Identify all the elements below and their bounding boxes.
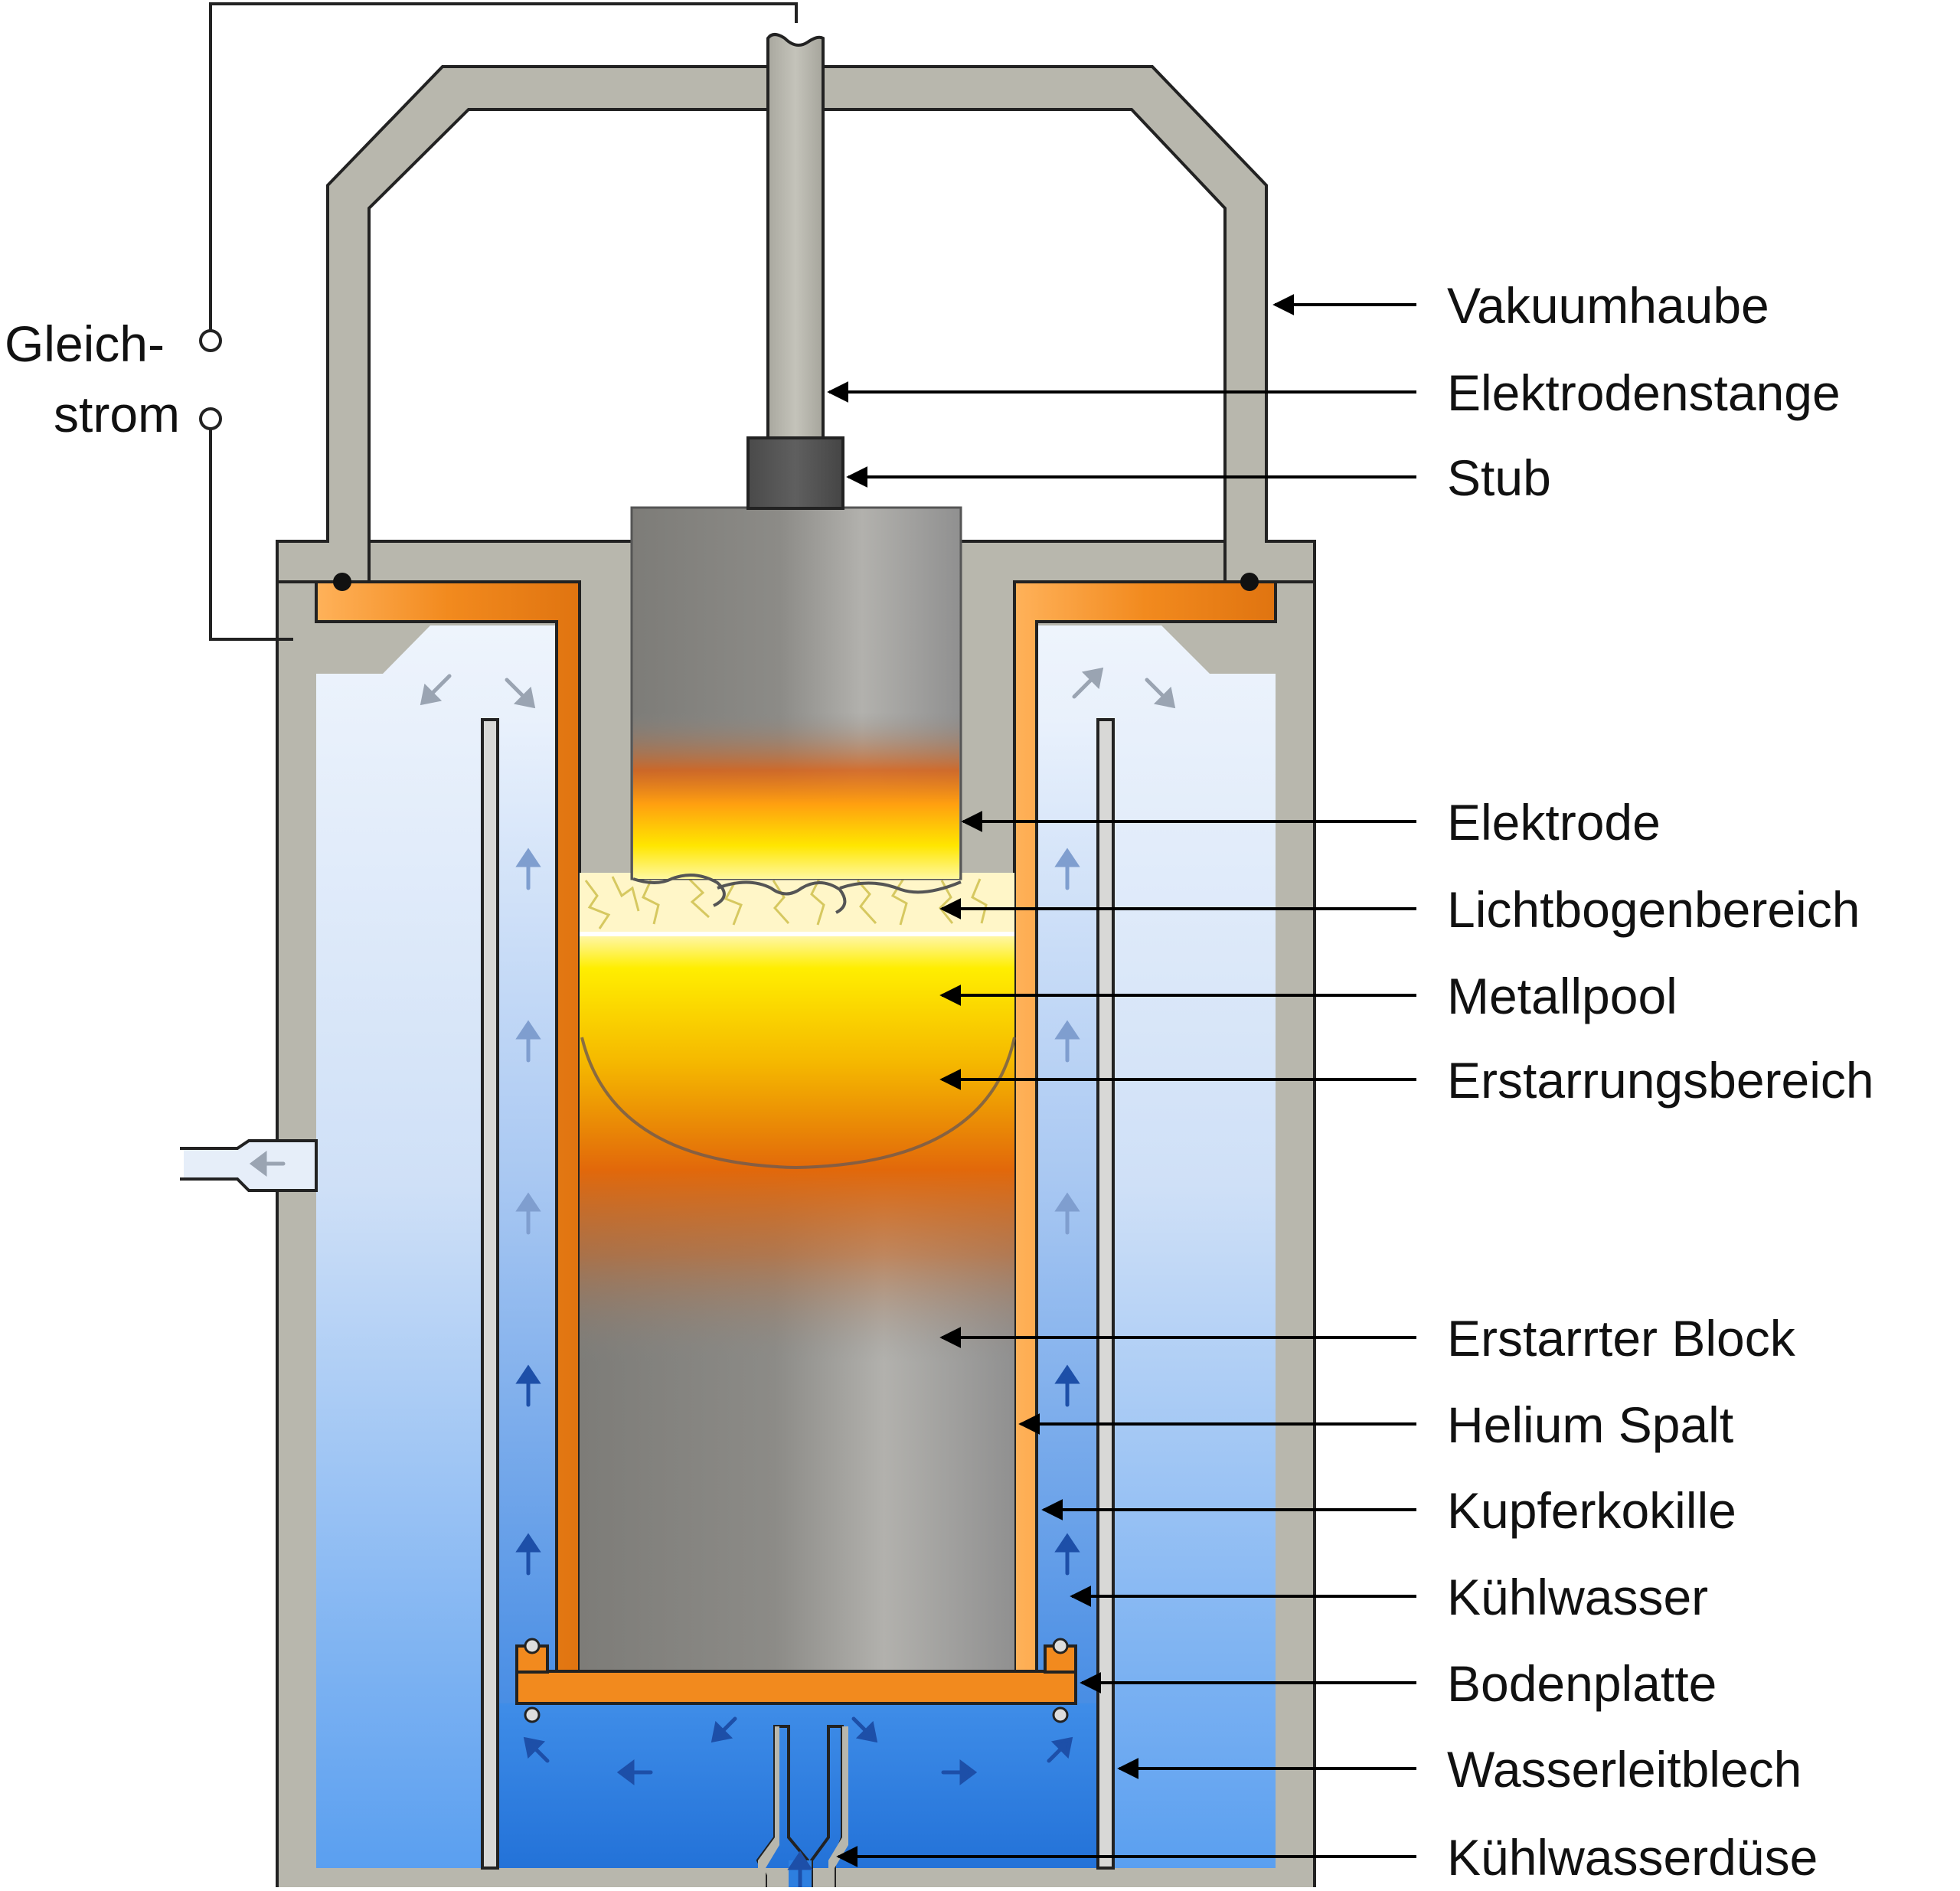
electrode-heat [633, 712, 959, 879]
label-lichtbogenbereich: Lichtbogenbereich [1447, 881, 1860, 938]
label-wasserleitblech: Wasserleitblech [1447, 1741, 1802, 1798]
metal-pool-boundary [580, 1037, 1016, 1170]
ingot-heat [580, 934, 1014, 1363]
label-metallpool: Metallpool [1447, 968, 1677, 1024]
water-baffle-left [481, 718, 499, 1870]
label-stub: Stub [1447, 449, 1551, 506]
terminal-top [199, 329, 222, 352]
flow-arrows [249, 667, 1176, 1891]
power-wire [209, 2, 798, 331]
label-kuehlwasserduese: Kühlwasserdüse [1447, 1829, 1818, 1886]
electrode-rod [766, 33, 825, 439]
power-label-line2: strom [54, 386, 180, 443]
electrode-tip [632, 874, 962, 914]
water-baffle-right [1096, 718, 1115, 1870]
label-helium-spalt: Helium Spalt [1447, 1396, 1733, 1453]
callout-lines [827, 294, 1416, 1867]
terminal-bottom [199, 407, 222, 430]
bottom-plate [515, 1670, 1077, 1705]
label-erstarrter-block: Erstarrter Block [1447, 1310, 1796, 1367]
bottom-water-chamber [498, 1703, 1098, 1868]
stub [746, 436, 844, 510]
label-vakuumhaube: Vakuumhaube [1447, 277, 1769, 334]
label-bodenplatte: Bodenplatte [1447, 1655, 1717, 1712]
bolt-right [1044, 1644, 1077, 1674]
labels: Vakuumhaube Elektrodenstange Stub Elektr… [1447, 277, 1874, 1886]
label-kuehlwasser: Kühlwasser [1447, 1569, 1708, 1625]
label-erstarrungsbereich: Erstarrungsbereich [1447, 1052, 1874, 1109]
power-label-line1: Gleich- [5, 315, 165, 372]
label-elektrode: Elektrode [1447, 794, 1661, 851]
label-elektrodenstange: Elektrodenstange [1447, 364, 1841, 421]
vacuum-hood [276, 65, 1316, 583]
label-kupferkokille: Kupferkokille [1447, 1482, 1736, 1539]
